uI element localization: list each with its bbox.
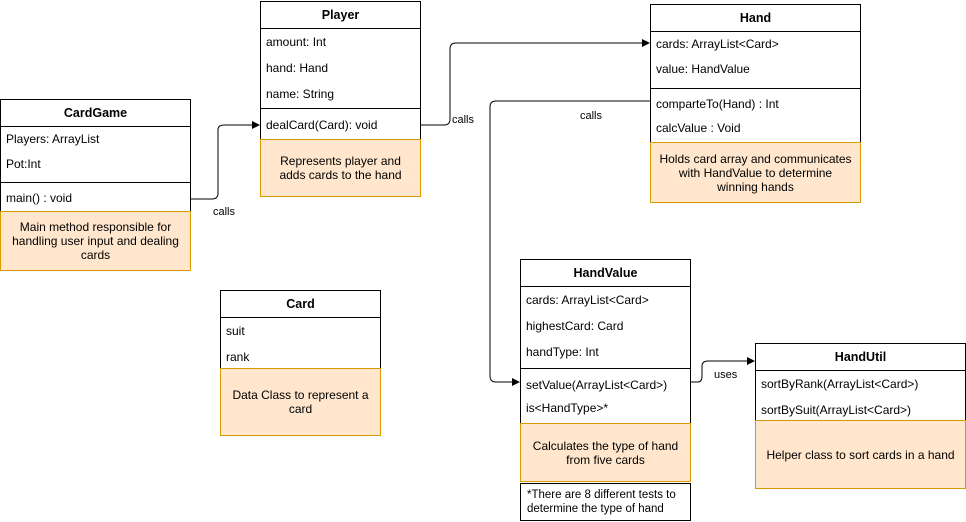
hand-attr-cards: cards: ArrayList<Card>: [656, 37, 779, 51]
handutil-method-sortbyrank: sortByRank(ArrayList<Card>): [761, 377, 919, 391]
player-attr-amount: amount: Int: [266, 35, 327, 49]
edge-label-cardgame-player: calls: [212, 206, 237, 218]
handvalue-attr-highestcard: highestCard: Card: [526, 319, 624, 333]
note-hand: Holds card array and communicates with H…: [650, 142, 861, 203]
class-handvalue[interactable]: HandValue cards: ArrayList<Card> highest…: [520, 259, 691, 424]
class-player-title: Player: [261, 2, 420, 29]
class-handutil[interactable]: HandUtil sortByRank(ArrayList<Card>) sor…: [755, 343, 966, 421]
class-cardgame[interactable]: CardGame Players: ArrayList Pot:Int main…: [0, 99, 191, 212]
handvalue-method-is-handtype: is<HandType>*: [526, 401, 609, 415]
handvalue-attr-handtype: handType: Int: [526, 345, 599, 359]
handutil-method-sortbysuit: sortBySuit(ArrayList<Card>): [761, 403, 912, 417]
handvalue-attr-cards: cards: ArrayList<Card>: [526, 293, 649, 307]
note-handvalue: Calculates the type of hand from five ca…: [520, 423, 691, 482]
cardgame-attr-players: Players: ArrayList: [6, 132, 100, 146]
player-method-dealcard: dealCard(Card): void: [266, 118, 378, 132]
class-hand-title: Hand: [651, 5, 860, 32]
hand-method-compareto: comparteTo(Hand) : Int: [656, 97, 779, 111]
hand-attr-value: value: HandValue: [656, 62, 750, 76]
edge-player-to-hand: [421, 39, 650, 126]
handvalue-method-setvalue: setValue(ArrayList<Card>): [526, 378, 668, 392]
edge-cardgame-to-player: [190, 121, 260, 200]
note-handutil: Helper class to sort cards in a hand: [755, 420, 966, 489]
edge-label-hand-handvalue: calls: [579, 110, 604, 122]
note-cardgame: Main method responsible for handling use…: [0, 211, 191, 271]
class-card[interactable]: Card suit rank: [220, 290, 381, 369]
edge-label-handvalue-handutil: uses: [713, 369, 739, 381]
class-hand[interactable]: Hand cards: ArrayList<Card> value: HandV…: [650, 4, 861, 143]
class-cardgame-title: CardGame: [1, 100, 190, 127]
note-player: Represents player and adds cards to the …: [260, 139, 421, 197]
class-player[interactable]: Player amount: Int hand: Hand name: Stri…: [260, 1, 421, 140]
edge-hand-to-handvalue: [489, 100, 650, 386]
card-attr-rank: rank: [226, 350, 250, 364]
edge-handvalue-to-handutil: [690, 357, 755, 383]
hand-method-calcvalue: calcValue : Void: [656, 121, 741, 135]
cardgame-attr-pot: Pot:Int: [6, 157, 41, 171]
card-attr-suit: suit: [226, 324, 245, 338]
class-handutil-title: HandUtil: [756, 344, 965, 371]
edge-label-player-hand: calls: [451, 114, 476, 126]
player-attr-hand: hand: Hand: [266, 61, 329, 75]
footnote-handvalue: *There are 8 different tests to determin…: [520, 483, 691, 521]
player-attr-name: name: String: [266, 87, 335, 101]
class-handvalue-title: HandValue: [521, 260, 690, 287]
cardgame-method-main: main() : void: [6, 191, 73, 205]
note-card: Data Class to represent a card: [220, 368, 381, 436]
class-card-title: Card: [221, 291, 380, 318]
